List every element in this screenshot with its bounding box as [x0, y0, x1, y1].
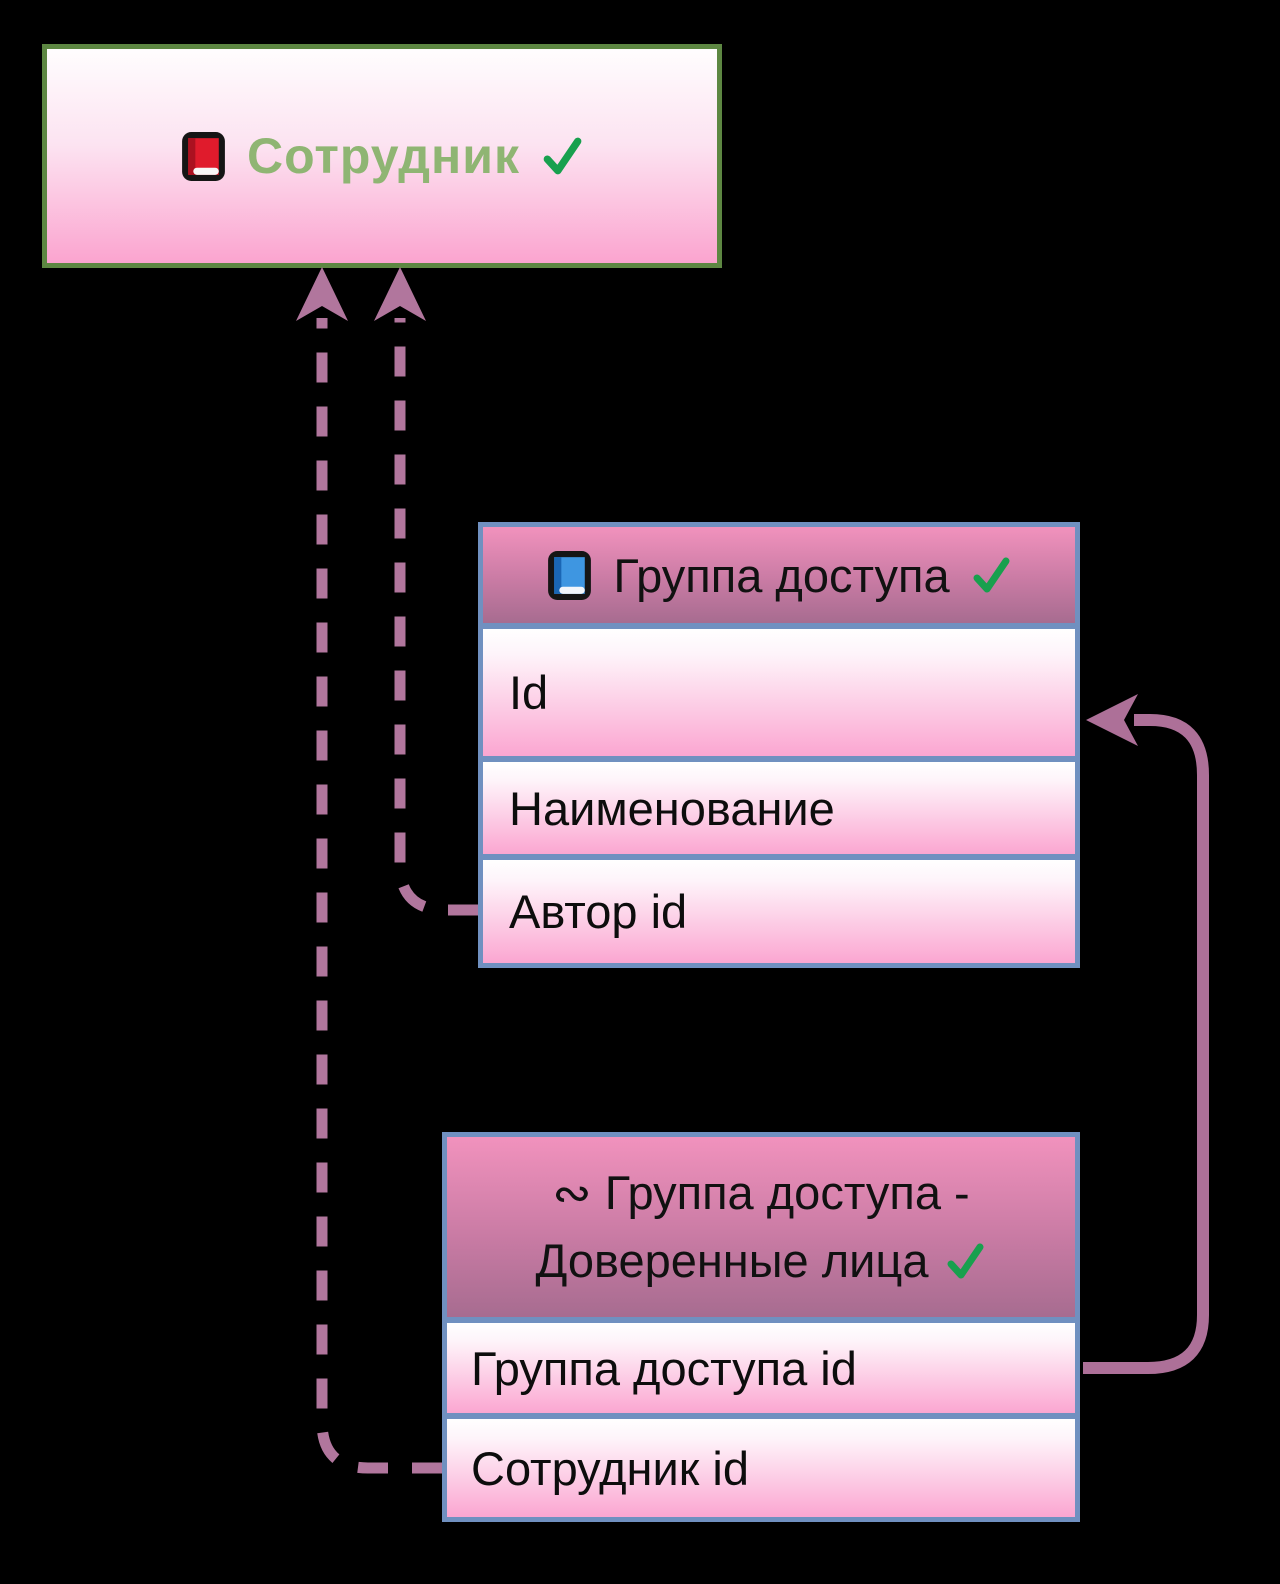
blue-book-icon	[546, 549, 593, 602]
entity-employee-title: Сотрудник	[246, 128, 521, 184]
entity-access-group-header[interactable]: Группа доступа	[483, 527, 1075, 623]
author-id-to-employee-connector	[394, 318, 478, 916]
access-group-id-to-id-connector	[1083, 714, 1209, 1374]
entity-access-group-title: Группа доступа	[613, 548, 950, 602]
arrowhead-left-id-icon	[1086, 694, 1138, 746]
row-name-label: Наименование	[509, 781, 835, 835]
arrowhead-up-author-icon	[374, 267, 426, 321]
row-author-id-label: Автор id	[509, 885, 688, 938]
row-name[interactable]: Наименование	[483, 756, 1075, 854]
arrowhead-up-employee-icon	[296, 267, 348, 321]
entity-trustees-title-line2: Доверенные лица	[535, 1234, 929, 1287]
row-employee-id[interactable]: Сотрудник id	[447, 1413, 1075, 1517]
entity-employee[interactable]: Сотрудник	[42, 44, 722, 268]
check-icon	[540, 134, 584, 178]
row-access-group-id-label: Группа доступа id	[471, 1341, 857, 1395]
entity-access-group-trustees[interactable]: ∾ Группа доступа - Доверенные лица Групп…	[442, 1132, 1080, 1522]
entity-trustees-header[interactable]: ∾ Группа доступа - Доверенные лица	[447, 1137, 1075, 1317]
check-icon	[970, 554, 1012, 596]
entity-access-group[interactable]: Группа доступа Id Наименование Автор id	[478, 522, 1080, 968]
row-employee-id-label: Сотрудник id	[471, 1441, 749, 1495]
check-icon	[944, 1240, 986, 1282]
row-access-group-id[interactable]: Группа доступа id	[447, 1317, 1075, 1413]
row-author-id[interactable]: Автор id	[483, 854, 1075, 963]
employee-id-to-employee-connector	[316, 318, 442, 1474]
entity-trustees-title-line1: ∾ Группа доступа -	[552, 1166, 970, 1219]
red-book-icon	[180, 130, 227, 183]
row-id[interactable]: Id	[483, 623, 1075, 756]
row-id-label: Id	[509, 666, 549, 719]
